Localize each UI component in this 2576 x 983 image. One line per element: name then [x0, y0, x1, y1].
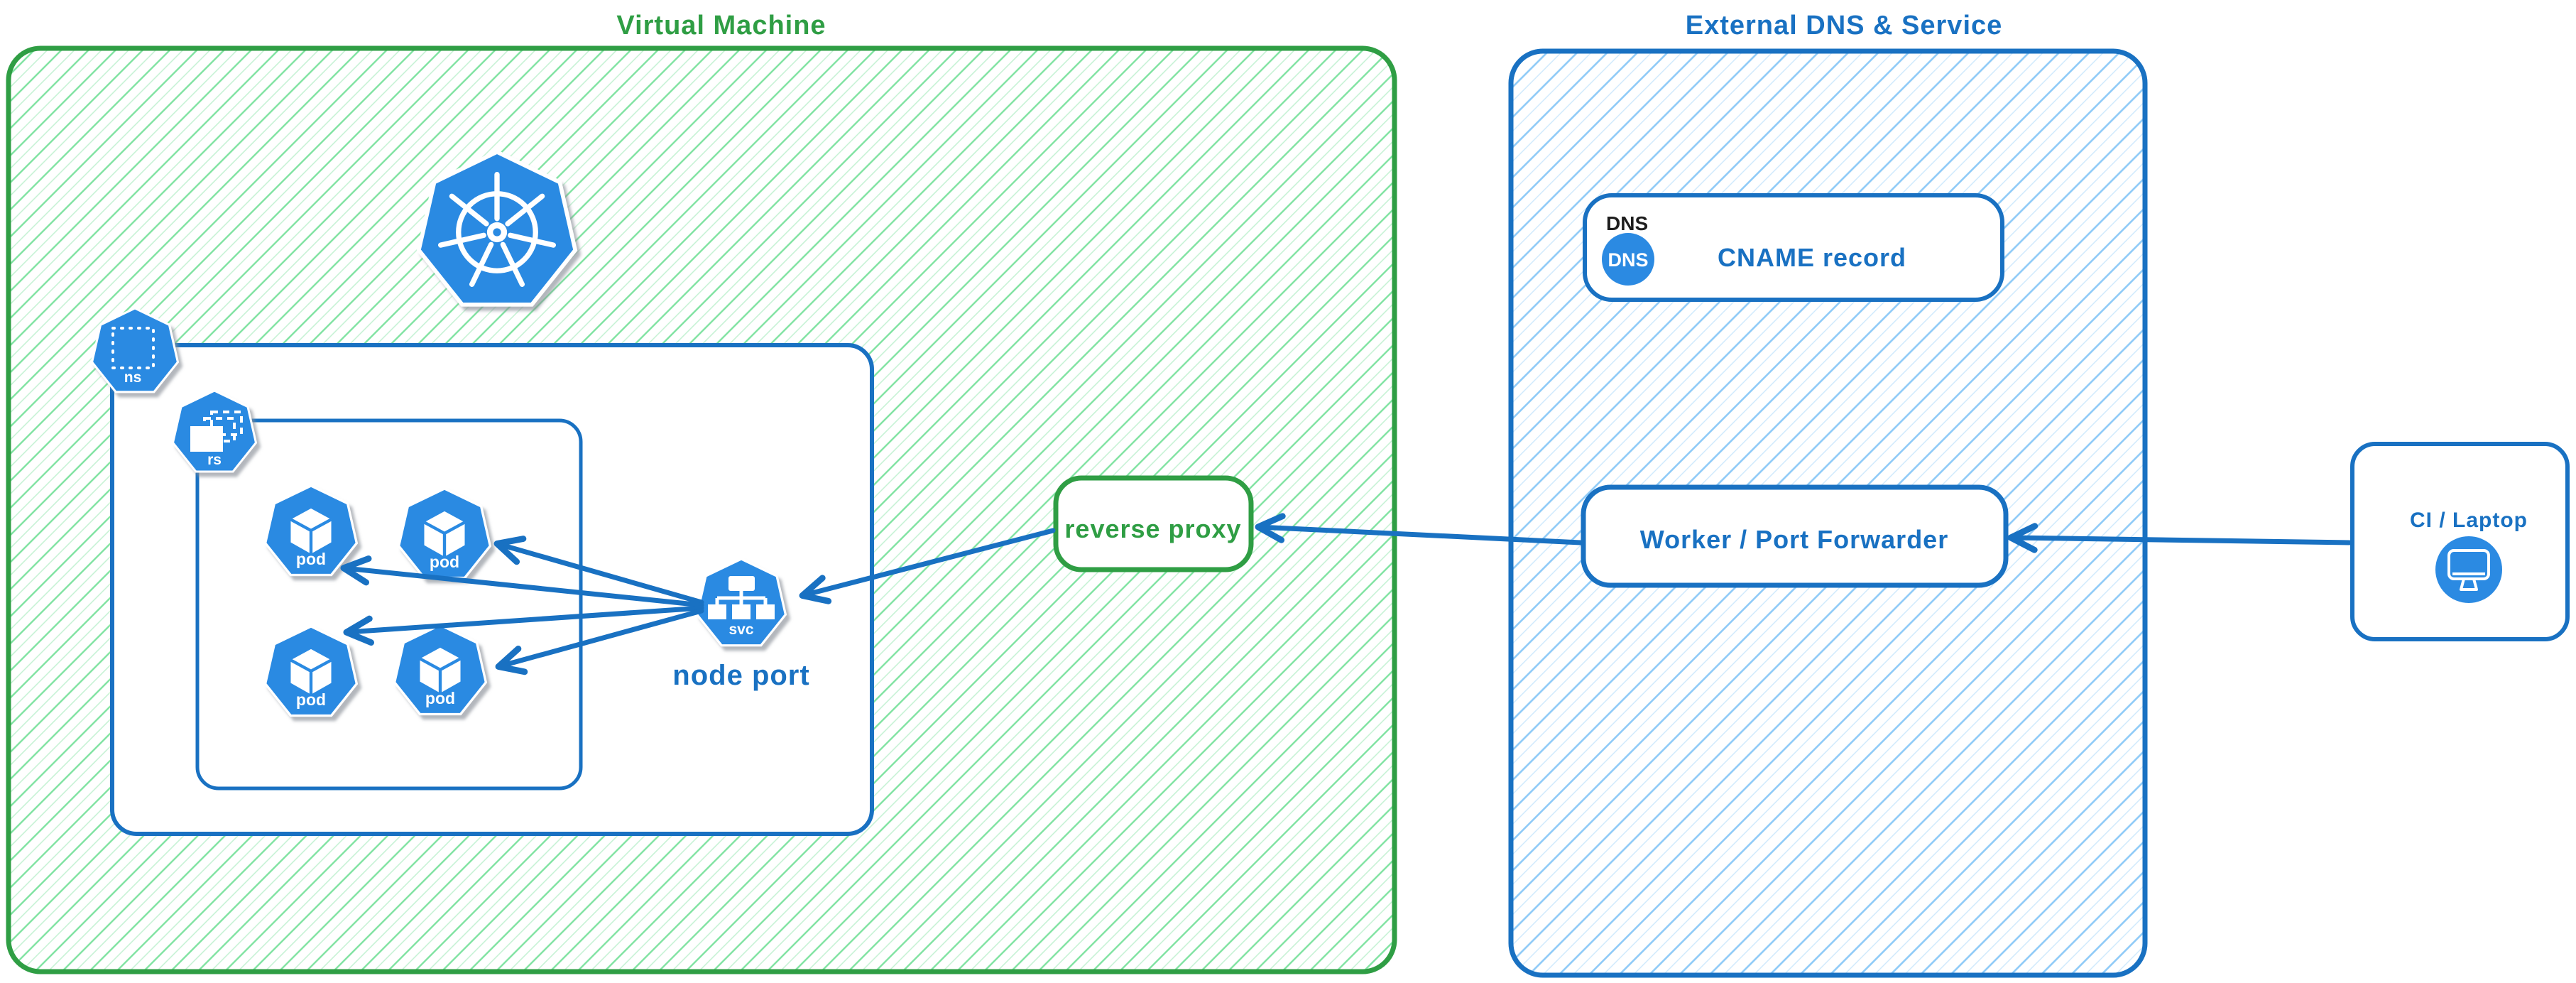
- pod-icon-label: pod: [430, 553, 459, 571]
- pod-icon: pod: [266, 626, 357, 715]
- node-port-label: node port: [672, 660, 809, 691]
- reverse-proxy-label: reverse proxy: [1064, 514, 1241, 543]
- kubernetes-logo-icon: [419, 152, 575, 305]
- ci-laptop-label: CI / Laptop: [2410, 509, 2528, 532]
- rs-icon-label: rs: [207, 452, 222, 468]
- vm-title: Virtual Machine: [616, 11, 826, 40]
- arrow-svc-to-pod-3: [343, 605, 704, 646]
- namespace-icon: ns: [92, 308, 178, 392]
- arrow-ci-to-worker: [2007, 523, 2352, 553]
- dashed-replica-glyph: [210, 411, 243, 436]
- reverse-proxy-box: [1053, 475, 1254, 572]
- worker-rect: [1581, 484, 2009, 588]
- solid-replica-glyph: [190, 426, 223, 452]
- virtual-machine-group: Virtual Machine ns: [6, 11, 1397, 974]
- org-chart-glyph: [708, 576, 775, 619]
- dashed-square-glyph: [111, 327, 155, 369]
- dns-icon-label: DNS: [1608, 249, 1648, 271]
- dns-icon: [1602, 233, 1654, 286]
- pod-icon-label: pod: [296, 690, 326, 709]
- external-dns-group: External DNS & Service DNS DNS CNAME rec…: [1508, 11, 2148, 978]
- replicaset-icon: rs: [173, 391, 256, 472]
- worker-box: Worker / Port Forwarder: [1581, 484, 2009, 588]
- pod-icon-label: pod: [425, 689, 455, 707]
- client-group: CI / Laptop: [2350, 442, 2570, 641]
- arrow-svc-to-pod-1: [340, 555, 704, 608]
- worker-label: Worker / Port Forwarder: [1640, 525, 1948, 554]
- arrow-worker-to-reverse-proxy: [1255, 513, 1583, 545]
- arrow-svc-to-pod-4: [495, 608, 704, 675]
- pod-icon: pod: [399, 489, 491, 577]
- replicaset-box: [195, 418, 583, 791]
- ns-icon-label: ns: [124, 369, 142, 386]
- arrow-svc-to-pod-2: [493, 536, 704, 605]
- computer-icon: [2435, 536, 2502, 603]
- pod-icon: pod: [266, 486, 357, 575]
- cname-record-label: CNAME record: [1718, 243, 1906, 272]
- external-title: External DNS & Service: [1686, 11, 2003, 40]
- service-icon: svc: [697, 559, 786, 646]
- arrows-group: [340, 513, 2352, 675]
- arrow-reverse-proxy-to-svc: [799, 528, 1056, 604]
- cname-record-box: DNS DNS CNAME record: [1583, 193, 2004, 302]
- dns-tag-label: DNS: [1606, 212, 1648, 234]
- pod-icon: pod: [395, 625, 486, 714]
- svc-icon-label: svc: [728, 621, 753, 638]
- cname-record-rect: [1583, 193, 2004, 302]
- pod-icon-label: pod: [296, 550, 326, 568]
